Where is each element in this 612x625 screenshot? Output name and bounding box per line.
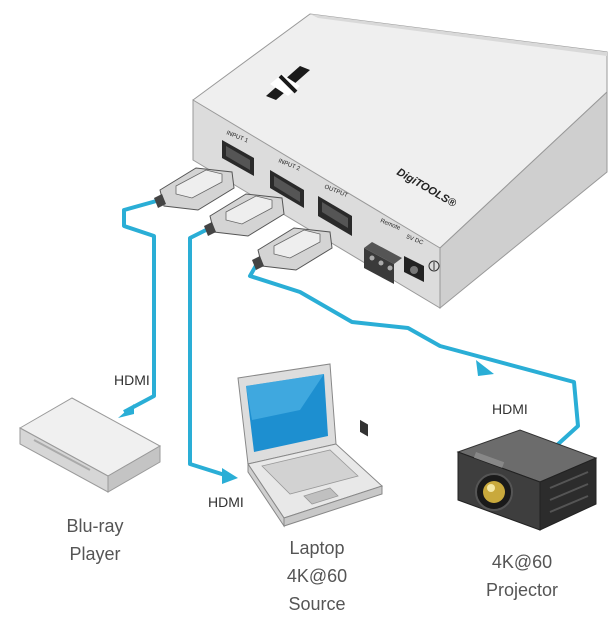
projector-caption: 4K@60 Projector [462,548,582,604]
cable-bluray [122,198,161,414]
cable-projector-arrow [476,360,494,376]
ground-icon [428,260,440,272]
kramer-logo [266,66,310,100]
laptop-caption: Laptop 4K@60 Source [262,534,372,618]
dip-switch[interactable] [360,419,368,437]
hdmi-label-laptop: HDMI [208,494,244,510]
hdmi-switcher: DigiTOOLS® INPUT 1 INPUT 2 OUTPUT Remote… [192,13,608,437]
hdmi-port-input2[interactable] [270,170,304,208]
laptop-caption-line2: 4K@60 [286,566,348,586]
hdmi-label-bluray: HDMI [114,372,150,388]
hdmi-plug-input1 [154,167,235,211]
projector [456,429,598,531]
bluray-caption-line1: Blu-ray [66,516,124,536]
cable-bluray-arrow [118,404,134,418]
bluray-player [18,397,162,493]
remote-terminal-block[interactable] [364,242,402,284]
bluray-caption-line2: Player [69,544,121,564]
power-jack[interactable] [404,256,424,282]
cable-projector [248,261,580,448]
cable-laptop [188,226,229,478]
projector-caption-line1: 4K@60 [491,552,553,572]
hdmi-label-projector: HDMI [492,401,528,417]
laptop-caption-line3: Source [288,594,346,614]
hdmi-port-input1[interactable] [222,140,254,176]
hdmi-port-output[interactable] [318,196,352,236]
laptop-caption-line1: Laptop [289,538,345,558]
projector-caption-line2: Projector [485,580,559,600]
laptop [237,363,383,528]
hdmi-plug-output [252,227,333,271]
hdmi-plug-input2 [204,193,285,237]
bluray-caption: Blu-ray Player [40,512,150,568]
cable-laptop-arrow [222,468,238,484]
